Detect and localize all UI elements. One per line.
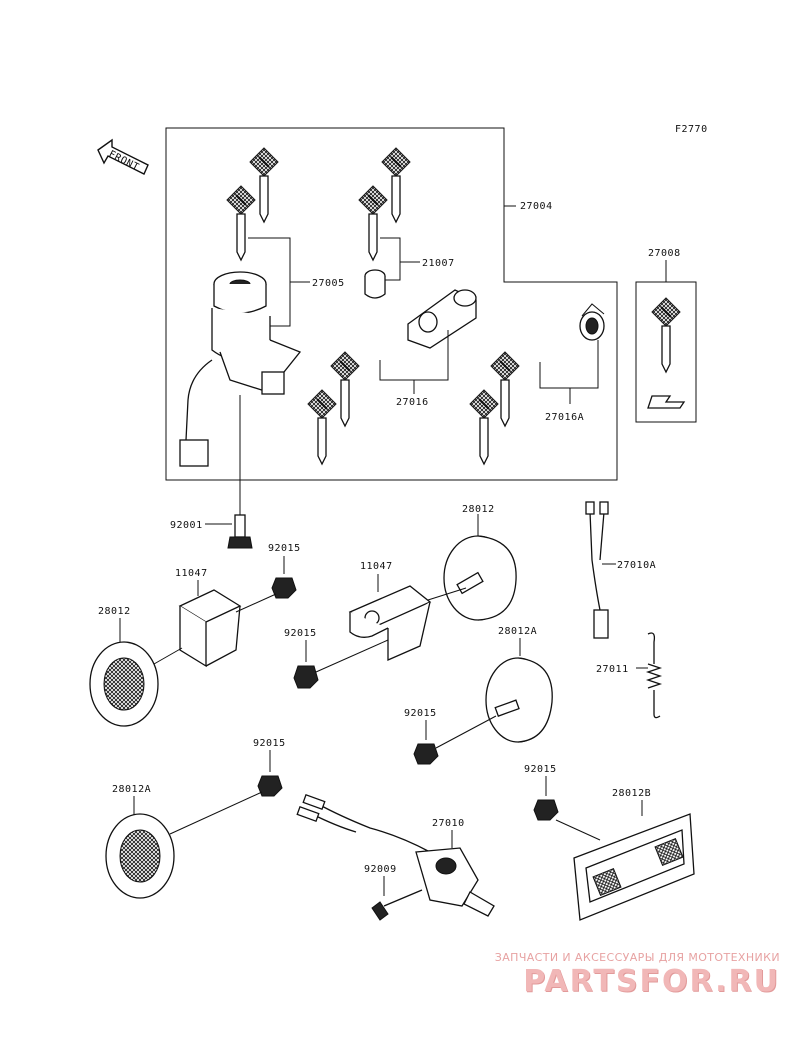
label-28012A-low: 28012A (112, 784, 151, 795)
bracket-11047-left (178, 589, 242, 668)
ignition-key-3 (307, 351, 360, 465)
label-27010A: 27010A (617, 560, 656, 571)
reflector-28012-left (89, 641, 159, 727)
ignition-key-2 (358, 147, 411, 261)
label-28012-top: 28012 (462, 504, 495, 515)
label-27005: 27005 (312, 278, 345, 289)
bolt-92009 (371, 889, 423, 921)
seat-lock-cylinder (579, 303, 605, 341)
brake-switch-27010A (585, 501, 609, 639)
watermark: ЗАПЧАСТИ И АКСЕССУАРЫ ДЛЯ МОТОТЕХНИКИ PA… (495, 951, 780, 998)
reflector-28012A-low (105, 813, 175, 899)
figure-code: F2770 (675, 124, 708, 135)
label-92015-e: 92015 (524, 764, 557, 775)
reflector-28012A-mid (485, 657, 553, 743)
label-27016: 27016 (396, 397, 429, 408)
reflector-28012B (573, 813, 695, 921)
label-27004: 27004 (520, 201, 553, 212)
brake-switch-27010 (296, 793, 495, 917)
label-92015-a: 92015 (268, 543, 301, 554)
label-28012A-mid: 28012A (498, 626, 537, 637)
ignition-key-1 (226, 147, 279, 261)
bracket-11047-mid (348, 585, 432, 661)
ignition-kit-frame (165, 127, 618, 481)
nut-92015-a (271, 577, 297, 599)
label-92009: 92009 (364, 864, 397, 875)
label-92015-d: 92015 (253, 738, 286, 749)
label-27008: 27008 (648, 248, 681, 259)
nut-92015-c (413, 743, 439, 765)
watermark-brand: PARTSFOR.RU (523, 964, 780, 999)
ignition-key-4 (469, 351, 520, 465)
label-11047-left: 11047 (175, 568, 208, 579)
nut-92015-e (533, 799, 559, 821)
nut-92015-b (293, 665, 319, 689)
reflector-28012-top (443, 535, 517, 621)
label-27010: 27010 (432, 818, 465, 829)
key-cylinder-cap (364, 269, 386, 299)
label-11047-mid: 11047 (360, 561, 393, 572)
nut-92015-d (257, 775, 283, 797)
fuel-cap-lock (407, 289, 477, 349)
label-28012-left: 28012 (98, 606, 131, 617)
label-92015-c: 92015 (404, 708, 437, 719)
bolt-92001 (227, 514, 253, 549)
label-21007: 21007 (422, 258, 455, 269)
label-27016A: 27016A (545, 412, 584, 423)
watermark-tagline: ЗАПЧАСТИ И АКСЕССУАРЫ ДЛЯ МОТОТЕХНИКИ (494, 951, 780, 964)
label-27011: 27011 (596, 664, 629, 675)
label-92015-b: 92015 (284, 628, 317, 639)
spring-27011 (645, 632, 663, 719)
blank-key (647, 297, 686, 409)
label-92001: 92001 (170, 520, 203, 531)
front-arrow-icon: FRONT (97, 138, 149, 175)
label-28012B: 28012B (612, 788, 651, 799)
ignition-switch (179, 271, 302, 467)
